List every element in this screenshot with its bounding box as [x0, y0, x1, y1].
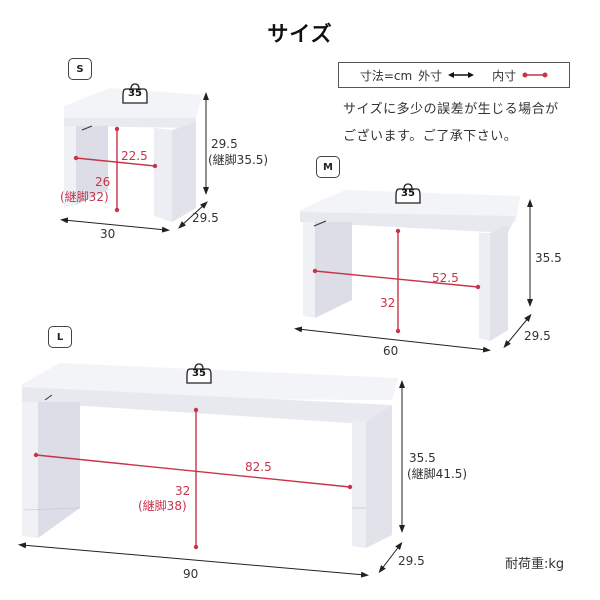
- note-line-1: サイズに多少の誤差が生じる場合が: [343, 102, 559, 117]
- dimension-legend: 寸法=cm 外寸 内寸: [338, 62, 570, 88]
- m-inner-width: 52.5: [432, 271, 459, 285]
- l-inner-height-ext: (継脚38): [138, 499, 187, 513]
- l-inner-height: 32: [175, 484, 191, 498]
- weight-icon: [186, 363, 212, 384]
- l-depth: 29.5: [398, 554, 425, 568]
- page-title: サイズ: [267, 22, 333, 46]
- model-s-drawing: [60, 88, 209, 233]
- s-height: 29.5: [211, 137, 238, 151]
- size-tag-s: S: [68, 58, 92, 80]
- weight-icon: [122, 83, 148, 104]
- load-weight-badge-l: 35: [186, 363, 212, 384]
- outer-label: 外寸: [418, 68, 443, 83]
- size-tag-l: L: [48, 326, 72, 348]
- load-capacity-label: 耐荷重:kg: [505, 557, 565, 572]
- red-dot-line-icon: [522, 72, 548, 78]
- m-height: 35.5: [535, 251, 562, 265]
- unit-label: 寸法=cm: [359, 68, 413, 83]
- load-weight-badge-s: 35: [122, 83, 148, 104]
- size-tag-m: M: [316, 156, 340, 178]
- model-l-drawing: [18, 363, 405, 578]
- load-weight-badge-m: 35: [395, 183, 421, 204]
- note-line-2: ございます。ご了承下さい。: [343, 129, 518, 144]
- m-depth: 29.5: [524, 329, 551, 343]
- s-width: 30: [100, 227, 116, 241]
- m-inner-height: 32: [380, 296, 396, 310]
- l-inner-width: 82.5: [245, 460, 272, 474]
- m-width: 60: [383, 344, 399, 358]
- s-inner-width: 22.5: [121, 149, 148, 163]
- weight-icon: [395, 183, 421, 204]
- s-depth: 29.5: [192, 211, 219, 225]
- model-m-drawing: [294, 190, 533, 353]
- inner-label: 内寸: [492, 68, 517, 83]
- black-double-arrow-icon: [448, 72, 475, 78]
- l-height-ext: (継脚41.5): [407, 467, 468, 481]
- s-inner-height-ext: (継脚32): [60, 190, 109, 204]
- s-inner-height: 26: [95, 175, 111, 189]
- s-height-ext: (継脚35.5): [208, 153, 269, 167]
- l-width: 90: [183, 567, 199, 581]
- l-height: 35.5: [409, 451, 436, 465]
